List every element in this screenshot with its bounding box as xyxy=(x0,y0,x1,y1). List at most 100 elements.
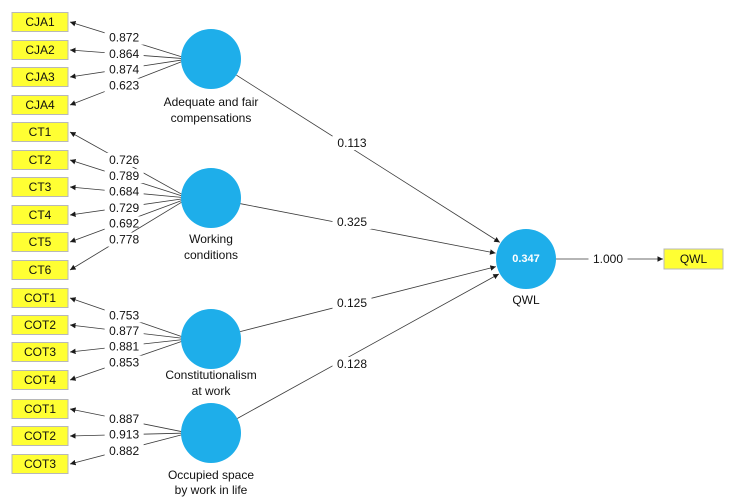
r-squared-value: 0.347 xyxy=(512,253,540,265)
loading-label-ct-4-text: 0.729 xyxy=(109,201,139,215)
indicator-box xyxy=(11,370,69,390)
indicator-ct-5[interactable]: CT5 xyxy=(11,232,69,252)
indicator-box xyxy=(663,248,724,270)
construct-qwl[interactable] xyxy=(496,229,556,289)
loading-label-cja-1: 0.872 xyxy=(104,30,144,45)
loading-label-osw-2: 0.913 xyxy=(104,427,144,442)
indicator-name: COT3 xyxy=(24,457,56,471)
loading-label-ct-1: 0.726 xyxy=(104,152,144,167)
indicator-ct-3[interactable]: CT3 xyxy=(11,177,69,197)
construct-cja[interactable] xyxy=(181,29,241,89)
loading-label-ct-4: 0.729 xyxy=(104,200,144,215)
indicator-box xyxy=(11,399,69,419)
construct-label-line: compensations xyxy=(171,111,252,125)
path-coefficient-osw: 0.128 xyxy=(332,357,372,371)
indicator-name: COT3 xyxy=(24,345,56,359)
loading-label-ct-2: 0.789 xyxy=(104,169,144,184)
loading-label-ct-5-text: 0.692 xyxy=(109,216,139,230)
construct-circle xyxy=(496,229,556,289)
loading-label-ct-5-bg xyxy=(104,216,144,231)
path-coefficient-osw-text: 0.128 xyxy=(337,357,367,371)
indicator-name: CT3 xyxy=(29,180,52,194)
indicator-cot-1[interactable]: COT1 xyxy=(11,288,69,308)
loading-label-cja-4-text: 0.623 xyxy=(109,79,139,93)
loading-label-cja-4-bg xyxy=(104,78,144,93)
indicator-name: CT5 xyxy=(29,235,52,249)
loading-label-cot-2-bg xyxy=(104,323,144,338)
loading-label-cja-1-text: 0.872 xyxy=(109,31,139,45)
loading-label-osw-2-bg xyxy=(104,427,144,442)
construct-osw[interactable] xyxy=(181,403,241,463)
loading-label-ct-3: 0.684 xyxy=(104,184,144,199)
construct-label-line: conditions xyxy=(184,248,238,262)
indicator-cot-3[interactable]: COT3 xyxy=(11,342,69,362)
indicator-cot-2[interactable]: COT2 xyxy=(11,315,69,335)
loading-label-qwl-bg xyxy=(588,252,628,266)
indicator-box xyxy=(11,260,69,280)
path-coefficient-cja: 0.113 xyxy=(332,136,372,150)
construct-label-line: Adequate and fair xyxy=(164,95,259,109)
construct-circle xyxy=(181,309,241,369)
loading-label-cot-4-bg xyxy=(104,355,144,370)
indicator-box xyxy=(11,150,69,170)
path-coefficient-cja-bg xyxy=(332,136,372,150)
loading-label-cja-2-text: 0.864 xyxy=(109,47,139,61)
indicator-box xyxy=(11,67,69,87)
loading-label-ct-5: 0.692 xyxy=(104,216,144,231)
indicator-name: COT1 xyxy=(24,291,56,305)
construct-ct[interactable] xyxy=(181,168,241,228)
loading-label-ct-3-text: 0.684 xyxy=(109,185,139,199)
indicator-qwl[interactable]: QWL xyxy=(663,248,724,270)
path-coefficient-osw-bg xyxy=(332,357,372,371)
indicator-name: CJA2 xyxy=(25,43,55,57)
loading-label-cot-3-bg xyxy=(104,339,144,354)
indicator-cja-1[interactable]: CJA1 xyxy=(11,12,69,32)
loading-label-cot-4: 0.853 xyxy=(104,355,144,370)
indicator-osw-3[interactable]: COT3 xyxy=(11,454,69,474)
indicator-name: CJA1 xyxy=(25,15,55,29)
loading-label-ct-3-bg xyxy=(104,184,144,199)
indicator-name: CJA4 xyxy=(25,98,55,112)
construct-label-line: Constitutionalism xyxy=(165,368,256,382)
loading-label-ct-2-text: 0.789 xyxy=(109,169,139,183)
indicator-ct-4[interactable]: CT4 xyxy=(11,205,69,225)
indicator-box xyxy=(11,205,69,225)
indicator-box xyxy=(11,426,69,446)
loading-label-cot-1-bg xyxy=(104,308,144,323)
indicator-cja-3[interactable]: CJA3 xyxy=(11,67,69,87)
path-coefficient-cot-bg xyxy=(332,296,372,310)
indicator-name: CT4 xyxy=(29,208,52,222)
construct-circle xyxy=(181,168,241,228)
indicator-ct-2[interactable]: CT2 xyxy=(11,150,69,170)
construct-cot[interactable] xyxy=(181,309,241,369)
construct-label-line: Working xyxy=(189,232,233,246)
path-coefficient-cot: 0.125 xyxy=(332,296,372,310)
indicator-cja-2[interactable]: CJA2 xyxy=(11,40,69,60)
indicator-cot-4[interactable]: COT4 xyxy=(11,370,69,390)
indicator-osw-2[interactable]: COT2 xyxy=(11,426,69,446)
path-edge-osw xyxy=(237,273,500,419)
loading-label-osw-3-text: 0.882 xyxy=(109,444,139,458)
indicator-box xyxy=(11,122,69,142)
indicator-ct-6[interactable]: CT6 xyxy=(11,260,69,280)
indicator-box xyxy=(11,454,69,474)
construct-label-line: Occupied space xyxy=(168,468,254,482)
indicator-box xyxy=(11,315,69,335)
indicator-osw-1[interactable]: COT1 xyxy=(11,399,69,419)
loading-label-cja-4: 0.623 xyxy=(104,78,144,93)
indicator-cja-4[interactable]: CJA4 xyxy=(11,95,69,115)
loading-label-qwl: 1.000 xyxy=(588,252,628,266)
loading-label-ct-6-text: 0.778 xyxy=(109,233,139,247)
construct-label-line: at work xyxy=(192,384,232,398)
loading-label-osw-1-bg xyxy=(104,412,144,427)
loading-label-osw-1-text: 0.887 xyxy=(109,412,139,426)
loading-label-ct-1-bg xyxy=(104,152,144,167)
loading-label-cja-3-text: 0.874 xyxy=(109,62,139,76)
loading-label-cja-2: 0.864 xyxy=(104,46,144,61)
indicator-ct-1[interactable]: CT1 xyxy=(11,122,69,142)
loading-label-cot-1-text: 0.753 xyxy=(109,308,139,322)
loading-label-cja-2-bg xyxy=(104,46,144,61)
indicator-box xyxy=(11,177,69,197)
indicator-name: CJA3 xyxy=(25,70,55,84)
